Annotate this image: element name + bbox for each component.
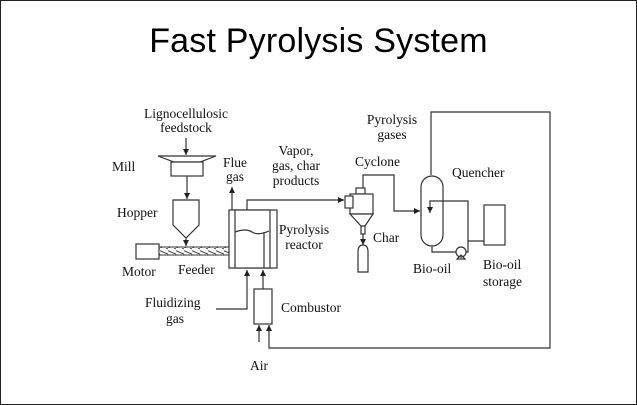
label-quencher: Quencher: [452, 165, 505, 180]
vapor-line: [246, 197, 344, 210]
bio-oil-storage: [483, 204, 506, 246]
char-bin: [357, 244, 369, 273]
cyclone-to-quencher-line: [362, 174, 420, 214]
label-flue-1: Flue: [223, 155, 247, 170]
label-vapor-3: products: [273, 173, 320, 188]
hopper: [172, 199, 200, 239]
pump-to-storage-line: [466, 240, 484, 253]
quencher: [420, 175, 444, 247]
cyclone: [344, 187, 375, 235]
label-feedstock-1: Lignocellulosic: [144, 106, 228, 121]
label-storage-1: Bio-oil: [483, 257, 522, 272]
recirculation-line: [427, 200, 469, 241]
label-vapor-1: Vapor,: [278, 143, 313, 158]
pump: [455, 246, 467, 260]
label-reactor-2: reactor: [285, 237, 323, 252]
label-pyrolysis-gases-1: Pyrolysis: [367, 112, 417, 127]
fluidizing-gas-line: [216, 270, 250, 310]
motor: [135, 243, 160, 260]
label-cyclone: Cyclone: [355, 154, 400, 169]
pyrolysis-gas-recycle-line: [266, 111, 551, 349]
quencher-outlet-line: [431, 246, 456, 253]
label-feeder: Feeder: [178, 262, 215, 277]
label-reactor-1: Pyrolysis: [279, 222, 329, 237]
label-bio-oil: Bio-oil: [413, 261, 452, 276]
label-mill: Mill: [112, 159, 136, 174]
pyrolysis-reactor: [228, 209, 278, 269]
label-motor: Motor: [122, 264, 156, 279]
combustor: [253, 288, 273, 325]
label-flue-2: gas: [226, 169, 244, 184]
mill: [157, 155, 217, 177]
label-fluidizing-1: Fluidizing: [145, 295, 201, 310]
label-char: Char: [373, 230, 400, 245]
slide-title: Fast Pyrolysis System: [149, 22, 488, 60]
label-vapor-2: gas, char: [272, 158, 320, 173]
label-pyrolysis-gases-2: gases: [377, 127, 406, 142]
label-combustor: Combustor: [281, 300, 342, 315]
label-hopper: Hopper: [117, 205, 158, 220]
label-feedstock-2: feedstock: [160, 120, 212, 135]
label-storage-2: storage: [483, 274, 522, 289]
label-fluidizing-2: gas: [166, 311, 184, 326]
label-air: Air: [250, 358, 269, 373]
